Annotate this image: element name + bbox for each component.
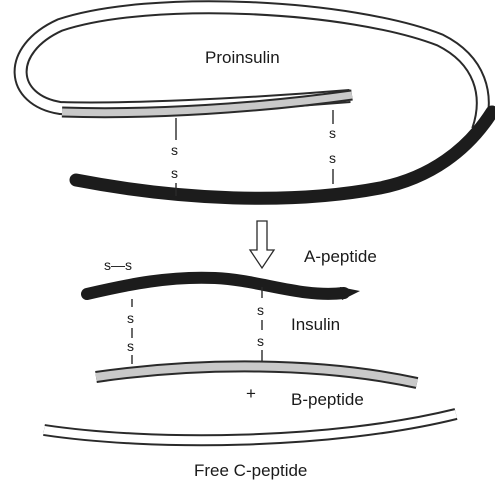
b-peptide-label: B-peptide [291,390,364,409]
insulin-s-right-1: s [257,302,264,318]
a-chain-tip [340,287,360,300]
free-c-peptide-fill [44,414,456,440]
proinsulin-label: Proinsulin [205,48,280,67]
a-chain-intrachain-bridge: s—s [104,257,132,273]
insulin-label: Insulin [291,315,340,334]
a-peptide-label: A-peptide [304,247,377,266]
plus-sign: + [246,384,256,403]
proinsulin-s-right-2: s [329,150,336,166]
proinsulin-a-chain [76,112,492,198]
proinsulin-s-left-2: s [171,165,178,181]
insulin-s-right-2: s [257,333,264,349]
proinsulin-s-right-1: s [329,125,336,141]
insulin-s-left-1: s [127,310,134,326]
proinsulin-s-left-1: s [171,142,178,158]
free-c-peptide-label: Free C-peptide [194,461,307,480]
insulin-a-chain [87,278,344,294]
insulin-s-left-2: s [127,338,134,354]
down-arrow-icon [250,221,274,268]
